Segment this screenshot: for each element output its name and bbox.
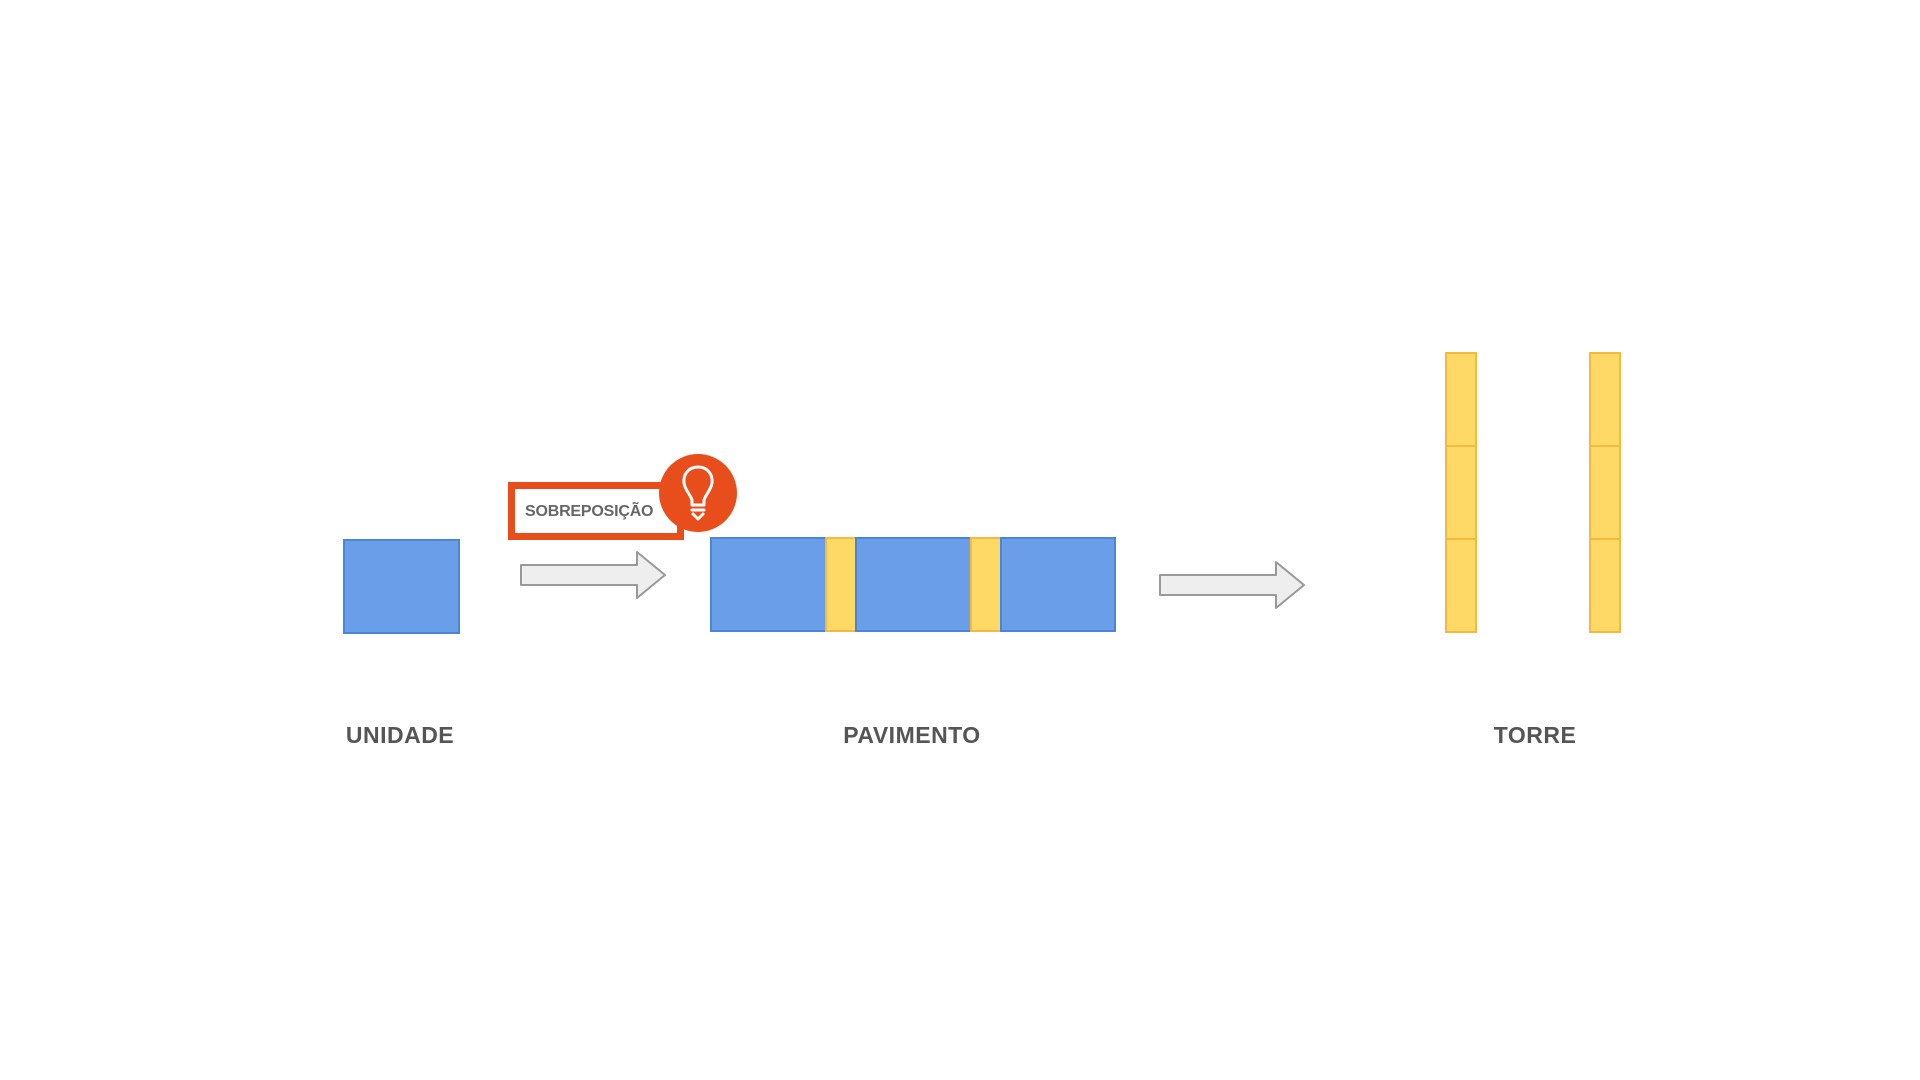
tower-segment: [1445, 538, 1477, 633]
tower-segment: [1589, 538, 1621, 633]
callout-text: SOBREPOSIÇÃO: [525, 503, 654, 520]
label-unit: UNIDADE: [345, 722, 455, 748]
floor-connector-2: [970, 537, 1002, 632]
tower-segment: [1445, 445, 1477, 540]
tower-segment: [1589, 445, 1621, 540]
lightbulb-icon: [682, 465, 714, 521]
floor-connector-1: [825, 537, 857, 632]
arrow-right-icon: [1159, 561, 1305, 609]
overlap-callout: SOBREPOSIÇÃO: [508, 482, 684, 540]
label-floor: PAVIMENTO: [843, 722, 981, 748]
tower-segment: [1445, 352, 1477, 447]
floor-assembly: [710, 537, 1116, 632]
floor-unit-1: [710, 537, 827, 632]
lightbulb-badge[interactable]: [659, 454, 737, 532]
floor-unit-3: [1000, 537, 1116, 632]
tower-column-right: [1589, 352, 1621, 633]
arrow-right-icon: [520, 551, 666, 599]
tower-segment: [1589, 352, 1621, 447]
label-tower: TORRE: [1493, 722, 1577, 748]
tower-column-left: [1445, 352, 1477, 633]
unit-block: [343, 539, 460, 634]
floor-unit-2: [855, 537, 972, 632]
